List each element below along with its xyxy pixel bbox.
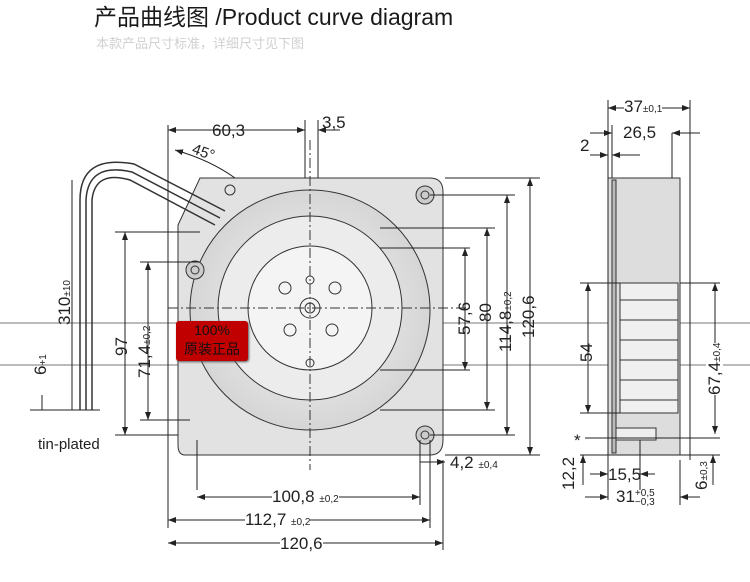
dim-2: 2 bbox=[580, 136, 590, 155]
dim-120-6-horizontal: 120,6 bbox=[280, 534, 323, 553]
dim-12-2: 12,2 bbox=[559, 456, 578, 490]
dim-depth-value: 37 bbox=[624, 97, 643, 116]
dim-100-8-value: 100,8 bbox=[272, 487, 315, 506]
dim-hole-tol: ±0,4 bbox=[478, 460, 498, 471]
badge-line-2: 原装正品 bbox=[184, 341, 240, 357]
dim-114-8-value: 114,8 bbox=[496, 310, 515, 352]
dim-strip: 6+1 bbox=[31, 354, 50, 375]
dim-31: 31+0,5−0,3 bbox=[616, 488, 655, 507]
dim-6-tol: ±0,3 bbox=[699, 461, 710, 481]
badge-line-1: 100% bbox=[194, 322, 230, 338]
wire-label: tin-plated bbox=[38, 436, 100, 453]
dim-71-4-tol: ±0,2 bbox=[142, 325, 153, 345]
dim-depth: 37±0,1 bbox=[624, 97, 663, 116]
dim-6-value: 6 bbox=[692, 480, 711, 490]
dim-100-8: 100,8 ±0,2 bbox=[272, 488, 339, 505]
dim-97: 97 bbox=[112, 337, 131, 356]
authentic-badge: 100% 原装正品 bbox=[176, 321, 248, 361]
dim-120-6-vertical: 120,6 bbox=[519, 295, 538, 338]
dim-cable-length-tol: ±10 bbox=[62, 280, 73, 297]
dim-6: 6±0,3 bbox=[692, 461, 711, 490]
dim-54: 54 bbox=[577, 343, 596, 362]
dim-67-4: 67,4±0,4 bbox=[705, 342, 724, 395]
dim-26-5: 26,5 bbox=[623, 123, 657, 142]
dim-hole: 4,2 ±0,4 bbox=[450, 454, 498, 471]
dim-71-4: 71,4±0,2 bbox=[135, 325, 154, 378]
dim-57-6: 57,6 bbox=[455, 301, 474, 335]
dim-114-8: 114,8±0,2 bbox=[496, 291, 515, 352]
dim-cable-length-value: 310 bbox=[55, 296, 74, 325]
dim-112-7-value: 112,7 bbox=[245, 510, 287, 529]
dim-114-8-tol: ±0,2 bbox=[503, 291, 514, 311]
dim-112-7: 112,7 ±0,2 bbox=[245, 510, 311, 529]
page-subtitle: 本款产品尺寸标准，详细尺寸见下图 bbox=[96, 36, 305, 51]
dim-31-value: 31 bbox=[616, 487, 635, 506]
marker-asterisk: * bbox=[574, 431, 581, 450]
dim-hole-value: 4,2 bbox=[450, 453, 474, 472]
dim-cable-length: 310±10 bbox=[55, 280, 74, 325]
dim-71-4-value: 71,4 bbox=[135, 344, 154, 378]
dim-strip-tol: +1 bbox=[38, 354, 49, 366]
dim-100-8-tol: ±0,2 bbox=[319, 494, 339, 505]
fan-front-view bbox=[79, 140, 470, 470]
dim-60-3: 60,3 bbox=[212, 121, 246, 140]
dim-3-5: 3,5 bbox=[322, 113, 346, 132]
dim-31-tol-minus: −0,3 bbox=[634, 496, 655, 508]
dim-80: 80 bbox=[476, 303, 495, 322]
dim-31-tol-plus: +0,5 bbox=[634, 487, 655, 499]
dim-112-7-tol: ±0,2 bbox=[291, 517, 311, 528]
dim-67-4-tol: ±0,4 bbox=[712, 342, 723, 362]
page-title: 产品曲线图 /Product curve diagram bbox=[94, 4, 454, 30]
fan-side-view bbox=[607, 177, 681, 456]
dim-depth-tol: ±0,1 bbox=[642, 104, 663, 115]
dim-strip-value: 6 bbox=[31, 365, 50, 375]
dim-67-4-value: 67,4 bbox=[705, 361, 724, 395]
dim-15-5: 15,5 bbox=[608, 465, 642, 484]
